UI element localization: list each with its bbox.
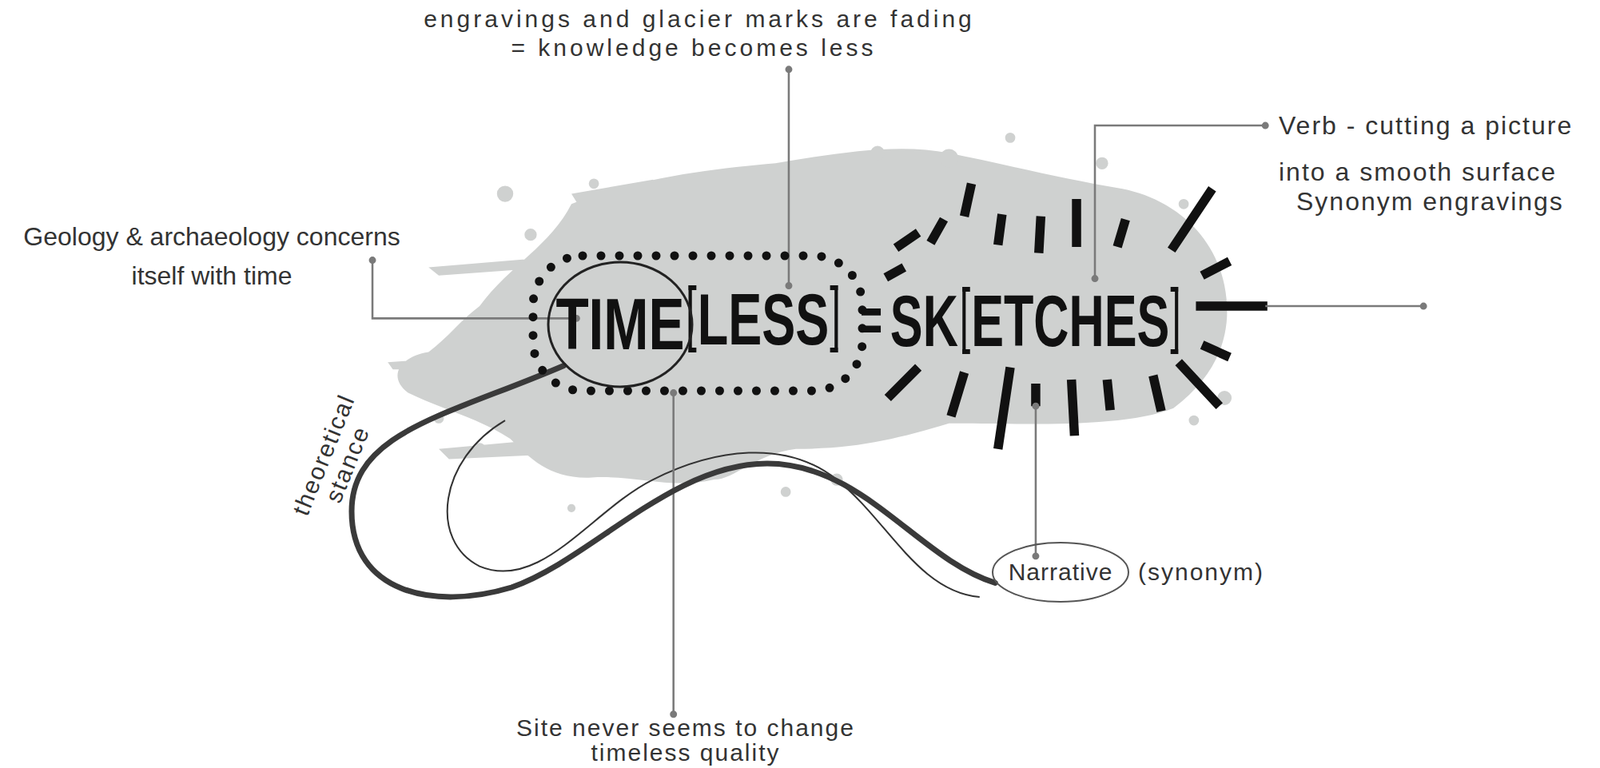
word-part: LESS xyxy=(692,283,836,356)
connector xyxy=(351,365,996,597)
title-word: SKETCHES xyxy=(890,285,1175,358)
inner-curve xyxy=(447,420,980,598)
node-note: (synonym) xyxy=(1138,557,1265,587)
synonym-oval: Narrative(synonym) xyxy=(991,541,1131,604)
word-part: SK xyxy=(890,285,959,358)
annotation: Synonym engravings xyxy=(1296,186,1565,217)
word-part: ETCHES xyxy=(965,285,1175,358)
circle-outline xyxy=(548,262,693,387)
dotted-ring: LESSTIME xyxy=(528,250,868,396)
equals-sign: = xyxy=(859,287,883,352)
annotation: = knowledge becomes less xyxy=(510,33,876,63)
annotation: Geology & archaeology concerns itself wi… xyxy=(11,217,412,296)
leader-lines xyxy=(372,69,1424,715)
leader-dots xyxy=(369,65,1428,718)
paint-splash xyxy=(387,148,1227,483)
illustration-group xyxy=(369,65,1428,718)
oval-outline xyxy=(992,542,1129,602)
annotation: engravings and glacier marks are fading xyxy=(423,4,976,34)
emphasis-rays xyxy=(885,183,1268,450)
word-part: TIME xyxy=(555,288,685,361)
paint-splatter xyxy=(433,132,1232,513)
node-label: Narrative xyxy=(1008,557,1114,587)
dotted-outline xyxy=(533,255,863,391)
annotation: Verb - cutting a picture into a smooth s… xyxy=(1278,102,1595,196)
annotation: Site never seems to change timeless qual… xyxy=(501,715,870,765)
circled-word: TIME xyxy=(546,260,694,389)
